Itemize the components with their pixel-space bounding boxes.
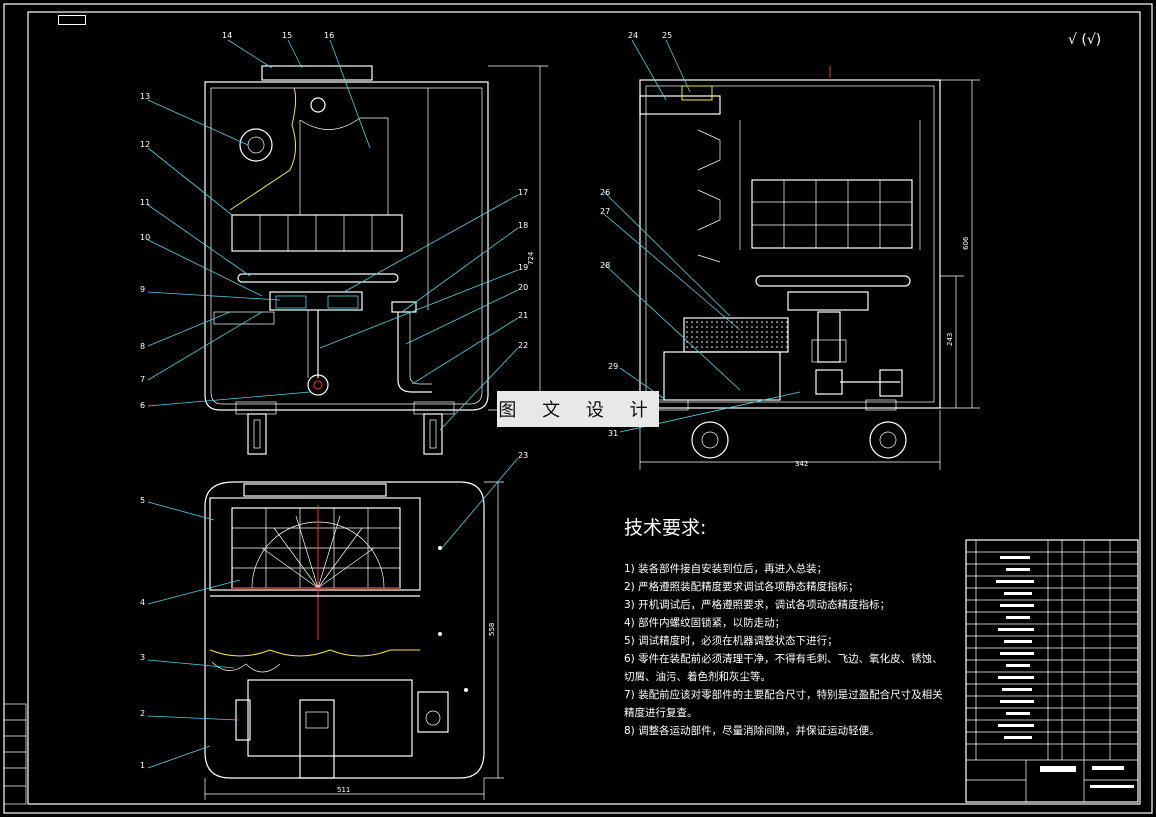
revision-strip [3, 703, 27, 805]
requirement-item: 7) 装配前应该对零部件的主要配合尺寸，特别是过盈配合尺寸及相关 [624, 689, 943, 701]
part-label: 9 [140, 285, 145, 294]
requirement-item: 切屑、油污、着色剂和灰尘等。 [624, 671, 771, 683]
part-label: 19 [518, 263, 528, 272]
part-label: 12 [140, 140, 150, 149]
part-label: 29 [608, 362, 618, 371]
part-label: 8 [140, 342, 145, 351]
part-label: 22 [518, 341, 528, 350]
part-label: 18 [518, 221, 528, 230]
part-label: 1 [140, 761, 145, 770]
technical-requirements-title: 技术要求: [624, 517, 707, 539]
part-label: 26 [600, 188, 610, 197]
title-block [965, 539, 1139, 803]
requirement-item: 8) 调整各运动部件，尽量消除间隙，并保证运动轻便。 [624, 725, 880, 737]
sheet-tag [58, 15, 86, 25]
top-view [204, 481, 504, 800]
part-label: 20 [518, 283, 528, 292]
dim-side-height: 606 [962, 236, 970, 250]
dimension-labels: 724 606 243 342 511 558 [337, 236, 970, 794]
dim-top-width: 511 [337, 786, 350, 794]
front-view [204, 65, 548, 455]
part-label: 5 [140, 496, 145, 505]
part-label: 31 [608, 429, 618, 438]
requirement-item: 3) 开机调试后，严格遵照要求，调试各项动态精度指标； [624, 599, 891, 611]
part-label: 28 [600, 261, 610, 270]
watermark-stamp: 图 文 设 计 [497, 391, 659, 427]
part-label: 2 [140, 709, 145, 718]
side-leaders [603, 39, 801, 433]
part-label: 10 [140, 233, 150, 242]
part-label: 23 [518, 451, 528, 460]
roughness-symbol: √ (√) [1068, 32, 1102, 48]
part-label: 16 [324, 31, 334, 40]
front-leaders [147, 39, 519, 431]
dim-top-height: 558 [488, 623, 496, 636]
part-label: 11 [140, 198, 150, 207]
part-number-labels: 14 15 16 13 12 11 10 9 8 7 6 17 18 19 20… [140, 31, 672, 770]
part-label: 15 [282, 31, 292, 40]
requirement-item: 1) 装各部件接自安装到位后，再进入总装； [624, 563, 828, 575]
part-label: 17 [518, 188, 528, 197]
requirement-item: 6) 零件在装配前必须清理干净，不得有毛刺、飞边、氧化皮、锈蚀、 [624, 653, 943, 665]
inner-border [27, 11, 1141, 805]
dim-side-lower: 243 [946, 333, 954, 346]
part-label: 25 [662, 31, 672, 40]
part-label: 21 [518, 311, 528, 320]
requirement-item: 5) 调试精度时，必须在机器调整状态下进行； [624, 635, 838, 647]
requirement-item: 2) 严格遵照装配精度要求调试各项静态精度指标； [624, 581, 859, 593]
requirement-item: 精度进行复查。 [624, 707, 698, 719]
side-view [639, 66, 980, 470]
dim-side-width: 342 [795, 460, 808, 468]
part-label: 27 [600, 207, 610, 216]
part-label: 3 [140, 653, 145, 662]
technical-requirements-list: 1) 装各部件接自安装到位后，再进入总装； 2) 严格遵照装配精度要求调试各项静… [624, 560, 943, 740]
part-label: 13 [140, 92, 150, 101]
part-label: 24 [628, 31, 638, 40]
dim-front-height: 724 [527, 251, 535, 265]
part-label: 4 [140, 598, 145, 607]
part-label: 6 [140, 401, 145, 410]
outer-border [3, 3, 1153, 814]
top-leaders [147, 457, 519, 769]
requirement-item: 4) 部件内螺纹固锁紧，以防走动； [624, 617, 786, 629]
part-label: 14 [222, 31, 232, 40]
part-label: 7 [140, 375, 145, 384]
